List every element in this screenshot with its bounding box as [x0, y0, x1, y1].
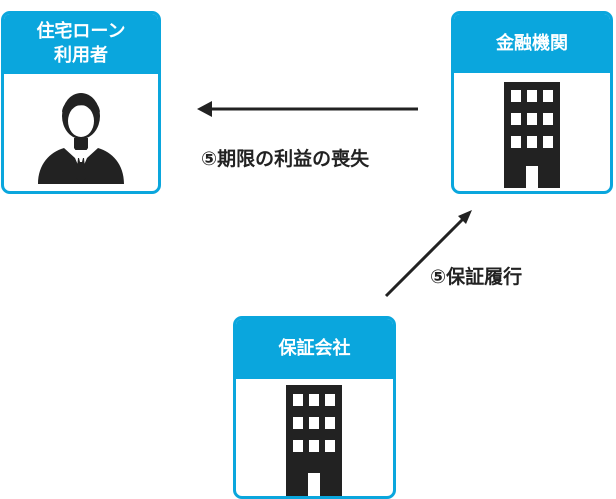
bank-node-body: [454, 73, 610, 191]
guarantor-node-header: 保証会社: [236, 319, 393, 379]
user-node-title-line-1: 住宅ローン: [36, 21, 126, 42]
guarantor-to-bank-arrow: [384, 210, 472, 298]
user-node: 住宅ローン 利用者: [1, 11, 161, 194]
businessman-icon: [38, 93, 124, 184]
bank-node: 金融機関: [451, 11, 613, 194]
bank-to-user-label: ⑤期限の利益の喪失: [201, 148, 370, 170]
user-node-body: [4, 74, 158, 191]
guarantor-node: 保証会社: [233, 316, 396, 499]
bank-to-user-arrow: [197, 101, 418, 117]
office-building-icon: [286, 385, 342, 496]
office-building-icon: [504, 82, 560, 188]
guarantor-to-bank-label: ⑤保証履行: [430, 266, 523, 288]
user-node-header: 住宅ローン 利用者: [4, 14, 158, 74]
user-node-title-line-2: 利用者: [54, 45, 108, 66]
guarantor-node-body: [236, 379, 393, 496]
bank-node-header: 金融機関: [454, 14, 610, 73]
guarantor-node-title: 保証会社: [278, 338, 351, 359]
bank-node-title: 金融機関: [496, 32, 568, 54]
